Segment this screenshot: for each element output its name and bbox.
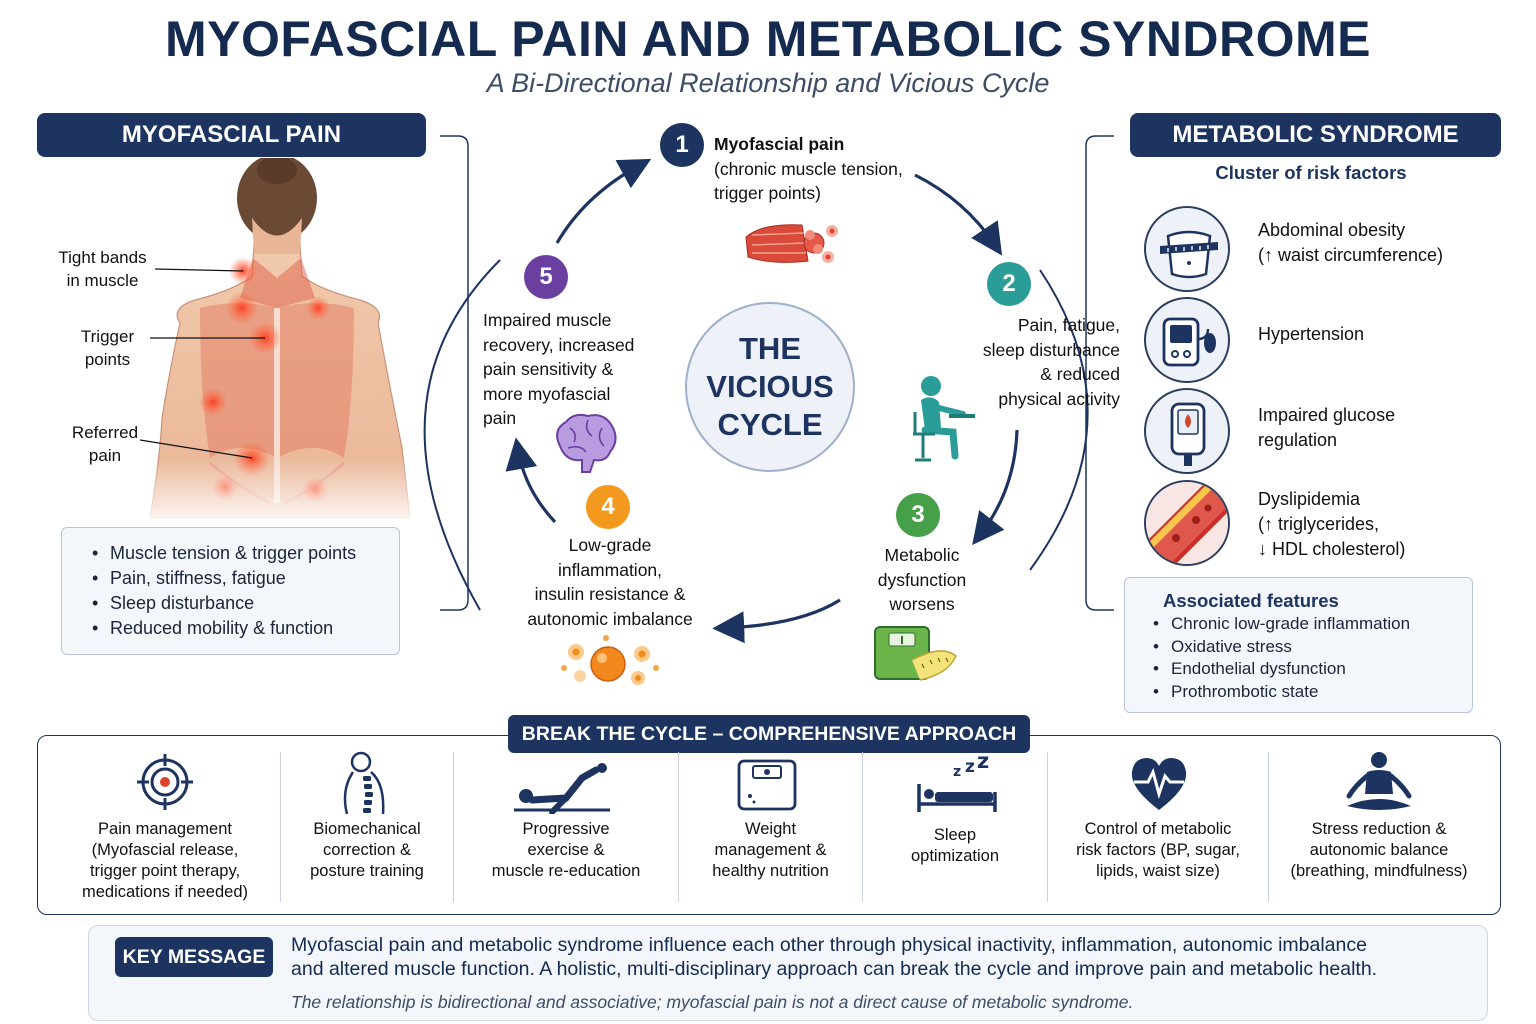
approach-metabolic-control: Control of metabolic risk factors (BP, s… xyxy=(1052,752,1264,902)
svg-text:z: z xyxy=(953,764,961,780)
outer-arc-left xyxy=(423,259,501,611)
approach-biomechanical: Biomechanical correction & posture train… xyxy=(285,751,449,902)
right-bracket xyxy=(1085,135,1114,611)
myofascial-pain-header: MYOFASCIAL PAIN xyxy=(37,113,426,157)
heartbeat-icon xyxy=(1131,758,1187,810)
arrow-3-to-4 xyxy=(712,598,841,644)
divider xyxy=(1047,752,1048,902)
list-item: Sleep disturbance xyxy=(88,591,383,616)
sitting-person-icon xyxy=(913,376,975,462)
trigger-points-label: Trigger points xyxy=(80,327,135,369)
glucometer-icon xyxy=(1144,388,1230,474)
spine-icon xyxy=(343,751,385,815)
sleep-icon: z z z xyxy=(917,754,997,812)
scale-icon xyxy=(737,759,797,811)
step-5-text: Impaired muscle recovery, increased pain… xyxy=(483,310,635,428)
back-illustration xyxy=(140,158,415,528)
arrow-2-to-3 xyxy=(972,429,1019,546)
outer-arc-right xyxy=(1029,269,1089,571)
approach-sleep: z z z Sleep optimization xyxy=(867,752,1043,902)
symptom-list: Muscle tension & trigger points Pain, st… xyxy=(88,541,383,641)
key-message-panel xyxy=(88,925,1488,1021)
arrow-5-to-1 xyxy=(555,158,652,244)
arrow-4-to-5 xyxy=(505,437,557,524)
metabolic-syndrome-header: METABOLIC SYNDROME xyxy=(1130,113,1501,157)
exercise-icon xyxy=(514,763,610,814)
list-item: Oxidative stress xyxy=(1149,636,1460,659)
list-item: Muscle tension & trigger points xyxy=(88,541,383,566)
key-message-note: The relationship is bidirectional and as… xyxy=(291,992,1134,1012)
associated-features-title: Associated features xyxy=(1163,590,1339,611)
step-4-number: 4 xyxy=(586,485,630,529)
arrow-1-to-2 xyxy=(914,173,1003,256)
risk-factors-subheader: Cluster of risk factors xyxy=(1215,162,1407,183)
step-4-text: Low-grade inflammation, insulin resistan… xyxy=(527,535,693,629)
factor-hypertension: Hypertension xyxy=(1258,324,1365,344)
divider xyxy=(453,752,454,902)
list-item: Chronic low-grade inflammation xyxy=(1149,613,1460,636)
svg-text:z: z xyxy=(965,757,975,777)
step-2-text: Pain, fatigue, sleep disturbance & reduc… xyxy=(982,315,1120,409)
step-3-number: 3 xyxy=(896,493,940,537)
approach-exercise: Progressive exercise & muscle re-educati… xyxy=(458,752,674,902)
list-item: Pain, stiffness, fatigue xyxy=(88,566,383,591)
step-5-number: 5 xyxy=(524,255,568,299)
brain-icon xyxy=(556,413,617,473)
divider xyxy=(280,752,281,902)
associated-features-list: Chronic low-grade inflammation Oxidative… xyxy=(1149,613,1460,703)
meditation-icon xyxy=(1346,752,1412,810)
scale-tape-icon xyxy=(874,626,957,681)
divider xyxy=(1268,752,1269,902)
svg-text:z: z xyxy=(977,754,989,773)
divider xyxy=(678,752,679,902)
factor-dyslipidemia: Dyslipidemia (↑ triglycerides, ↓ HDL cho… xyxy=(1258,489,1406,559)
step-1-number: 1 xyxy=(660,123,704,167)
key-message-label: KEY MESSAGE xyxy=(115,937,273,977)
step-1-text: Myofascial pain (chronic muscle tension,… xyxy=(714,134,903,203)
list-item: Endothelial dysfunction xyxy=(1149,658,1460,681)
target-icon xyxy=(137,754,193,810)
inflammation-icon xyxy=(561,635,659,685)
referred-pain-label: Referred pain xyxy=(71,423,139,465)
factor-impaired-glucose: Impaired glucose regulation xyxy=(1258,405,1396,450)
break-cycle-header: BREAK THE CYCLE – COMPREHENSIVE APPROACH xyxy=(508,715,1030,753)
divider xyxy=(862,752,863,902)
blood-pressure-monitor-icon xyxy=(1144,297,1230,383)
factor-abdominal-obesity: Abdominal obesity (↑ waist circumference… xyxy=(1258,220,1444,265)
list-item: Reduced mobility & function xyxy=(88,616,383,641)
step-2-number: 2 xyxy=(987,262,1031,306)
waist-tape-icon xyxy=(1144,206,1230,292)
approach-stress-reduction: Stress reduction & autonomic balance (br… xyxy=(1273,752,1485,902)
vicious-cycle-center-label: THE VICIOUS CYCLE xyxy=(706,331,834,442)
approach-weight-management: Weight management & healthy nutrition xyxy=(683,752,858,902)
vicious-cycle-diagram xyxy=(423,158,1089,644)
left-bracket xyxy=(440,135,469,611)
approach-pain-management: Pain management (Myofascial release, tri… xyxy=(55,752,275,902)
list-item: Prothrombotic state xyxy=(1149,681,1460,704)
page-title: MYOFASCIAL PAIN AND METABOLIC SYNDROME xyxy=(164,11,1372,67)
step-3-text: Metabolic dysfunction worsens xyxy=(877,545,967,614)
myofascial-symptoms-panel: Muscle tension & trigger points Pain, st… xyxy=(61,527,400,655)
blood-vessel-icon xyxy=(1144,480,1230,566)
muscle-fiber-icon xyxy=(745,224,838,263)
tight-bands-label: Tight bands in muscle xyxy=(58,248,147,290)
key-message-text: Myofascial pain and metabolic syndrome i… xyxy=(291,934,1378,980)
page-subtitle: A Bi-Directional Relationship and Viciou… xyxy=(486,68,1050,98)
associated-features-panel: Associated features Chronic low-grade in… xyxy=(1124,577,1473,713)
center-circle xyxy=(685,302,855,472)
